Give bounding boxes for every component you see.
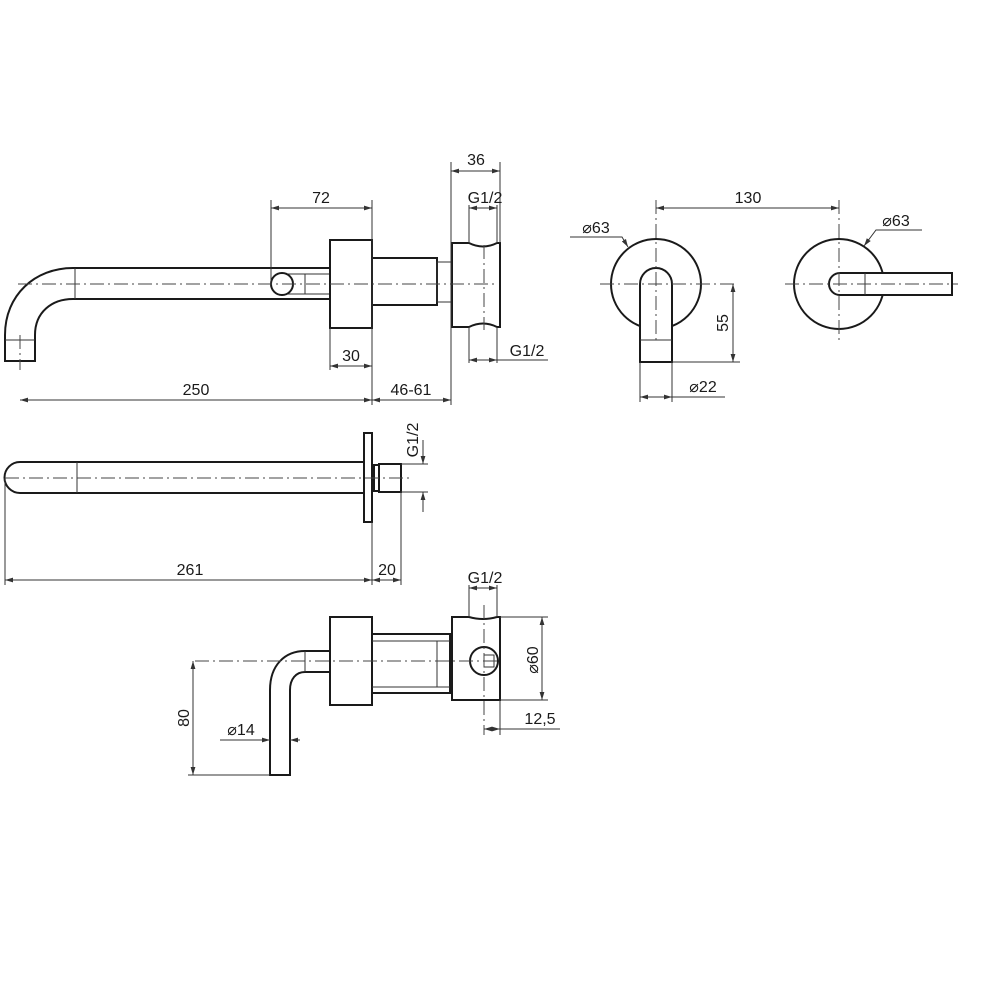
dim-g12-bottom: G1/2	[510, 343, 545, 360]
dim-36: 36	[467, 152, 485, 169]
dim-261: 261	[177, 562, 204, 579]
side-view: 72 36 G1/2 G1/2 30 250 46-61	[4, 152, 548, 405]
dim-22: ⌀22	[689, 379, 717, 396]
dim-30: 30	[342, 348, 360, 365]
sleeve	[371, 257, 438, 306]
dim-46-61: 46-61	[391, 382, 432, 399]
dim-55: 55	[715, 314, 732, 332]
valve-body	[451, 242, 501, 328]
dim-63-left: ⌀63	[582, 220, 610, 237]
dim-63-right: ⌀63	[882, 213, 910, 230]
handle-view: G1/2 ⌀60 12,5 80 ⌀14	[176, 570, 560, 776]
dim-g12-handle-view: G1/2	[468, 570, 503, 587]
mixer-handle	[269, 650, 330, 776]
dim-130: 130	[735, 190, 762, 207]
spout	[4, 267, 330, 362]
dim-g12-top: G1/2	[468, 190, 503, 207]
front-view: 130 ⌀63 ⌀63 55 ⌀22	[570, 190, 958, 402]
dim-60: ⌀60	[525, 646, 542, 674]
dim-72: 72	[312, 190, 330, 207]
dim-14: ⌀14	[227, 722, 255, 739]
sleeve-2	[371, 633, 451, 694]
dim-g12-top-view: G1/2	[405, 423, 422, 458]
dim-250: 250	[183, 382, 210, 399]
dim-12-5: 12,5	[524, 711, 555, 728]
top-view: G1/2 261 20	[3, 423, 428, 585]
dim-80: 80	[176, 709, 193, 727]
dim-20: 20	[378, 562, 396, 579]
